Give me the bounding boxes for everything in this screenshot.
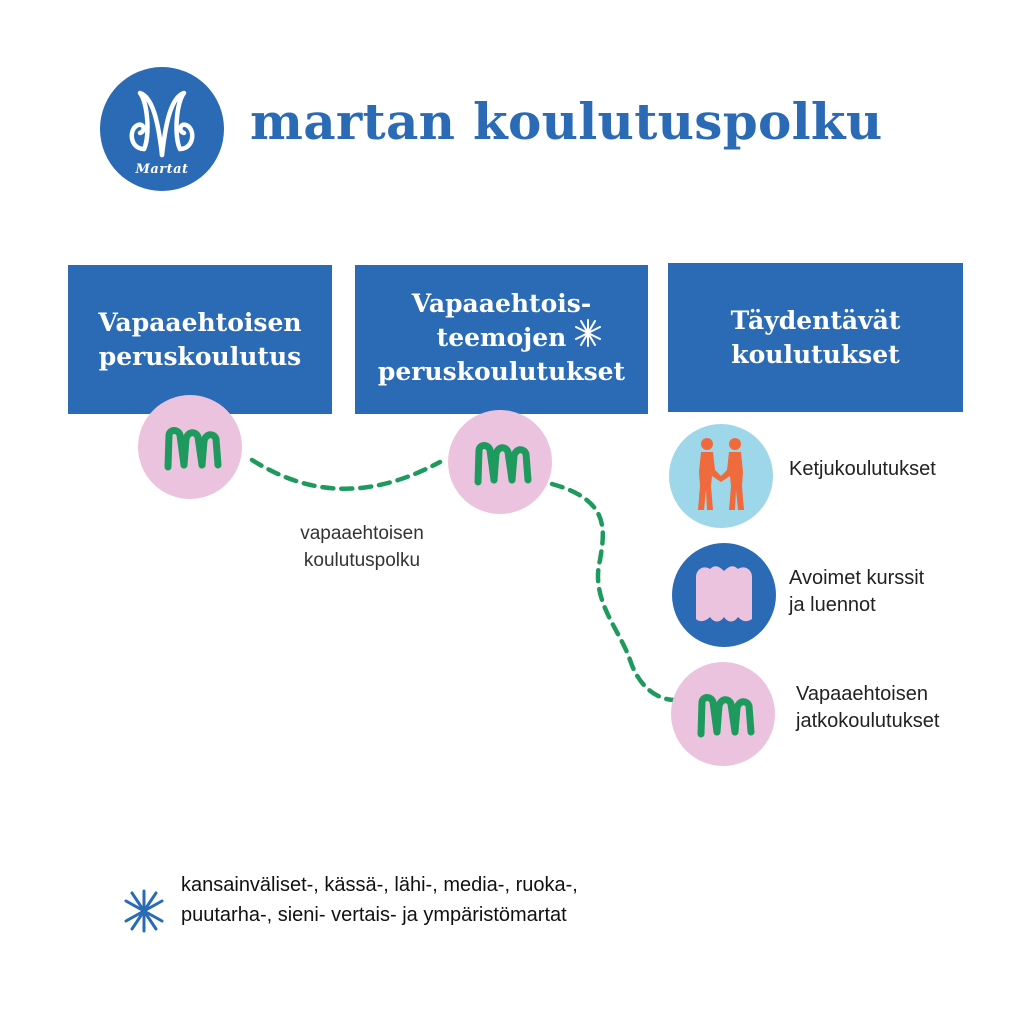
chain-training-badge	[669, 424, 773, 528]
martat-logo: Martat	[100, 67, 224, 191]
advanced-training-badge	[671, 662, 775, 766]
footnote-text: kansainväliset-, kässä-, lähi-, media-, …	[181, 874, 578, 926]
column-supplementary-training-title: Täydentävät koulutukset	[730, 305, 901, 369]
handshake-people-icon	[698, 438, 744, 510]
column-basic-training-title: Vapaaehtoisen peruskoulutus	[98, 307, 302, 371]
open-courses-badge	[672, 543, 776, 647]
advanced-training-label: Vapaaehtoisen jatkokoulutukset	[796, 683, 940, 732]
column-supplementary-training: Täydentävät koulutukset	[668, 263, 963, 412]
theme-training-badge	[448, 410, 552, 514]
martat-m-monogram-icon	[129, 90, 195, 158]
open-courses-label: Avoimet kurssit ja luennot	[789, 567, 925, 616]
path-label: vapaaehtoisen koulutuspolku	[300, 523, 424, 571]
green-m-icon	[474, 442, 532, 486]
green-m-icon	[697, 694, 755, 738]
logo-text: Martat	[135, 162, 189, 177]
basic-training-badge	[138, 395, 242, 499]
chain-training-label: Ketjukoulutukset	[789, 458, 936, 480]
asterisk-icon	[124, 889, 164, 933]
page-title: martan koulutuspolku	[250, 92, 883, 151]
column-basic-training: Vapaaehtoisen peruskoulutus	[68, 265, 332, 414]
column-theme-training-title: Vapaaehtois- teemojen peruskoulutukset	[377, 289, 626, 386]
green-m-icon	[164, 427, 222, 471]
asterisk-icon	[575, 319, 601, 347]
pink-m-icon	[696, 566, 752, 622]
